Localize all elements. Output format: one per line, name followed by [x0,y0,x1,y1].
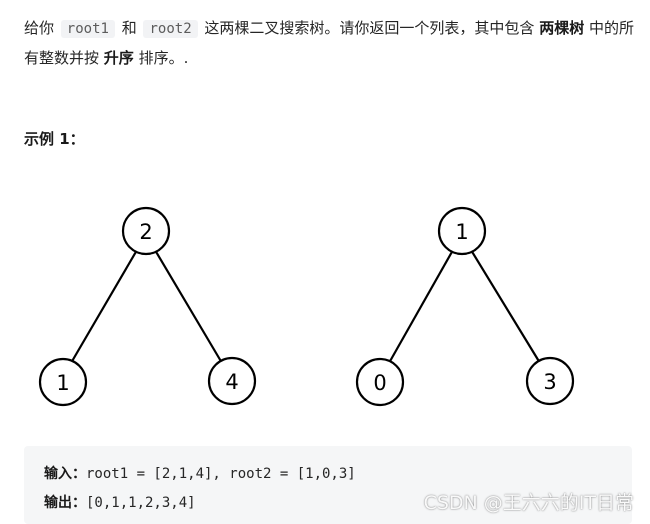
code-root1: root1 [60,20,115,38]
tree2-root-label: 1 [455,220,468,244]
tree1-edge-left [70,249,138,364]
example-io-box: 输入：root1 = [2,1,4], root2 = [1,0,3] 输出：[… [24,446,632,524]
tree1-left-node [38,357,88,407]
tree2-left-node [355,357,405,407]
output-line: 输出：[0,1,1,2,3,4] [44,489,632,518]
bold-ascending: 升序 [103,49,134,67]
tree1-right-node [207,356,257,406]
code-root2: root2 [143,20,198,38]
desc-text: 这两棵二叉搜索树。请你返回一个列表，其中包含 [199,19,540,37]
tree2-right-node [525,356,575,406]
input-value: root1 = [2,1,4], root2 = [1,0,3] [86,466,356,482]
tree2-edge-left [388,249,454,364]
tree2-root-node [437,206,487,256]
problem-description: 给你 root1 和 root2 这两棵二叉搜索树。请你返回一个列表，其中包含 … [24,14,636,73]
tree-2: 1 0 3 [355,206,575,407]
desc-text: 排序。. [133,49,189,67]
output-label: 输出： [44,495,86,511]
tree2-right-label: 3 [543,370,556,394]
tree-1: 2 1 4 [38,206,257,407]
example-title: 示例 1： [24,130,85,148]
desc-text: 中的所有整数并按 [24,19,634,67]
tree1-root-node [121,206,171,256]
tree1-root-label: 2 [139,220,152,244]
tree2-left-label: 0 [373,371,386,395]
desc-text: 和 [116,19,142,37]
output-value: [0,1,1,2,3,4] [86,495,196,511]
input-line: 输入：root1 = [2,1,4], root2 = [1,0,3] [44,460,632,489]
tree2-edge-right [470,249,541,364]
tree1-right-label: 4 [225,370,238,394]
tree1-edge-right [154,249,223,364]
input-label: 输入： [44,466,86,482]
tree-diagrams: 2 1 4 1 0 3 [38,206,575,407]
watermark: CSDN @王六六的IT日常 [423,492,634,514]
bold-two-trees: 两棵树 [539,19,585,37]
desc-text: 给你 [24,19,59,37]
tree1-left-label: 1 [56,371,69,395]
